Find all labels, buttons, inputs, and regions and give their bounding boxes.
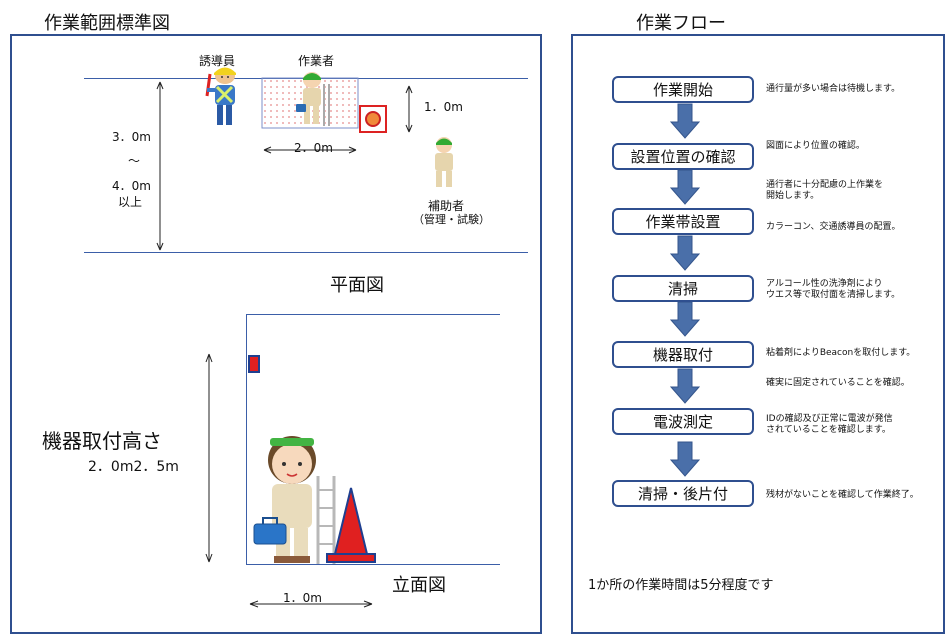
elevation-base-label: 1．0m bbox=[283, 591, 322, 605]
elevation-caption: 機器取付高さ bbox=[42, 429, 162, 453]
flow-step-2: 設置位置の確認 bbox=[612, 143, 754, 170]
toolbox-icon bbox=[253, 517, 287, 545]
elevation-height-value: 2．0m2．5m bbox=[88, 459, 179, 475]
elevation-height-arrow bbox=[205, 353, 213, 563]
flow-arrow-icon bbox=[669, 103, 701, 139]
height-dimension-line-4: 以上 bbox=[118, 195, 143, 209]
elevation-base-arrow bbox=[249, 600, 373, 608]
guide-label: 誘導員 bbox=[199, 54, 236, 68]
helper-sub-label: （管理・試験） bbox=[413, 213, 490, 226]
plan-view-label: 平面図 bbox=[330, 275, 384, 296]
height-dimension-line-2: ～ bbox=[128, 154, 141, 168]
flow-step-2-note: 図面により位置の確認。 bbox=[766, 141, 865, 151]
width-dimension-label: 2．0m bbox=[294, 141, 333, 155]
elevation-ground-line bbox=[246, 564, 500, 565]
worker-person-icon-large bbox=[268, 436, 316, 563]
elevation-top-line bbox=[246, 314, 500, 315]
flow-step-5: 機器取付 bbox=[612, 341, 754, 368]
flow-arrow-icon bbox=[669, 169, 701, 205]
cone-icon-large bbox=[326, 487, 376, 563]
worker-person-icon bbox=[296, 72, 330, 126]
flow-step-7-note: 残材がないことを確認して作業終了。 bbox=[766, 490, 919, 500]
flow-panel-frame bbox=[571, 34, 945, 634]
flow-step-6-note: IDの確認及び正常に電波が発信 されていることを確認します。 bbox=[766, 414, 893, 435]
flow-step-5-note: 粘着剤によりBeaconを取付します。 bbox=[766, 348, 916, 358]
height-dimension-line-3: 4．0m bbox=[112, 179, 151, 193]
flow-between-note-2: 確実に固定されていることを確認。 bbox=[766, 378, 910, 388]
flow-arrow-icon bbox=[669, 368, 701, 404]
flow-step-4: 清掃 bbox=[612, 275, 754, 302]
beacon-icon bbox=[248, 355, 260, 373]
width-dimension-arrow bbox=[263, 146, 357, 154]
worker-label: 作業者 bbox=[298, 54, 335, 68]
depth-dimension-label: 1．0m bbox=[424, 100, 463, 114]
flow-step-1-note: 通行量が多い場合は待機します。 bbox=[766, 84, 901, 94]
flow-arrow-icon bbox=[669, 301, 701, 337]
elevation-view-label: 立面図 bbox=[392, 575, 446, 596]
helper-label: 補助者 bbox=[428, 199, 465, 213]
flow-arrow-icon bbox=[669, 441, 701, 477]
flow-step-4-note: アルコール性の洗浄剤により ウエス等で取付面を清掃します。 bbox=[766, 279, 901, 300]
flow-step-6: 電波測定 bbox=[612, 408, 754, 435]
ladder-icon bbox=[316, 476, 336, 564]
height-dimension-arrow bbox=[156, 81, 164, 251]
cone-icon bbox=[359, 105, 387, 133]
guide-person-icon bbox=[205, 67, 236, 125]
plan-panel-title: 作業範囲標準図 bbox=[44, 13, 170, 34]
flow-footer: 1か所の作業時間は5分程度です bbox=[588, 578, 774, 593]
flow-between-note-1: 通行者に十分配慮の上作業を 開始します。 bbox=[766, 180, 884, 201]
flow-arrow-icon bbox=[669, 235, 701, 271]
depth-dimension-arrow bbox=[405, 85, 413, 133]
elevation-wall-line bbox=[246, 314, 247, 564]
flow-step-1: 作業開始 bbox=[612, 76, 754, 103]
height-dimension-line-1: 3．0m bbox=[112, 130, 151, 144]
flow-step-3-note: カラーコン、交通誘導員の配置。 bbox=[766, 222, 901, 232]
helper-person-icon bbox=[435, 137, 453, 187]
flow-panel-title: 作業フロー bbox=[636, 13, 726, 34]
plan-bottom-line bbox=[84, 252, 528, 253]
plan-panel-frame bbox=[10, 34, 542, 634]
flow-step-3: 作業帯設置 bbox=[612, 208, 754, 235]
flow-step-7: 清掃・後片付 bbox=[612, 480, 754, 507]
